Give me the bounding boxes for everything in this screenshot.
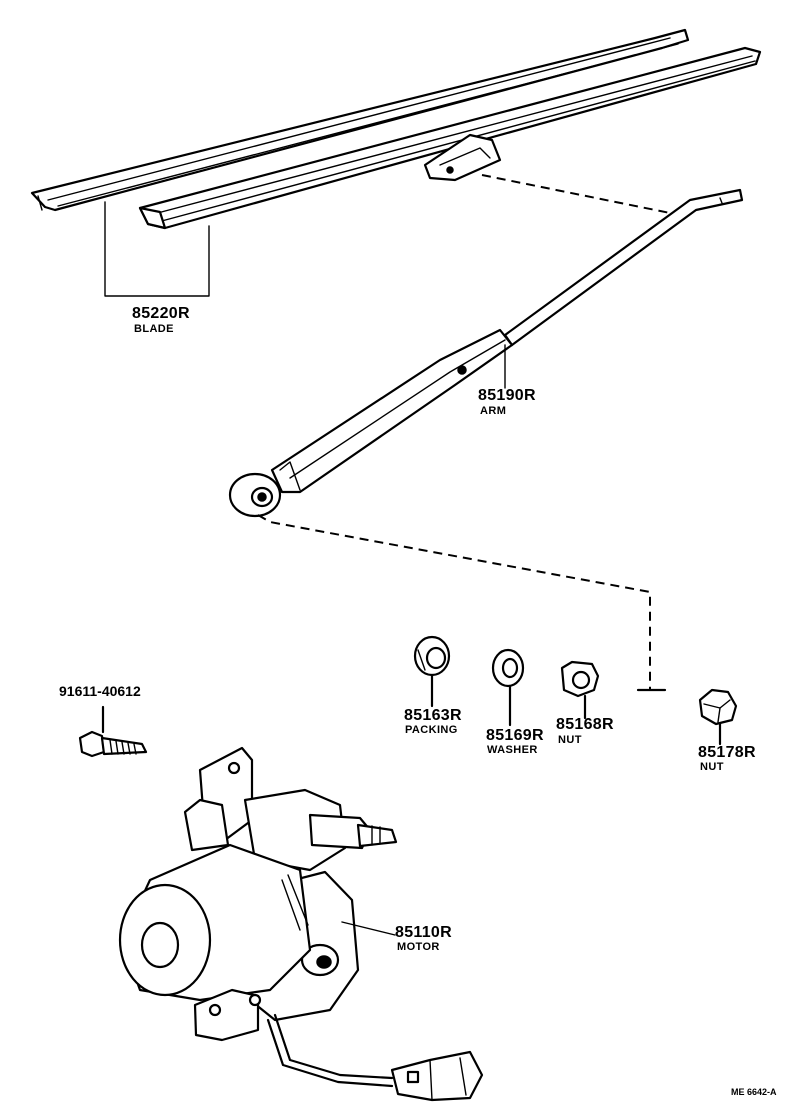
packing-illustration [413, 635, 451, 708]
packing-part-name: PACKING [405, 724, 458, 736]
small-nut-part-name: NUT [558, 734, 582, 746]
washer-part-number: 85169R [486, 727, 544, 744]
washer-part-name: WASHER [487, 744, 538, 756]
motor-part-number: 85110R [395, 924, 452, 941]
washer-illustration [491, 648, 525, 727]
motor-part-name: MOTOR [397, 941, 440, 953]
arm-shaft-connection-line [257, 514, 651, 690]
small-nut-part-number: 85168R [556, 716, 614, 733]
blade-leader [104, 201, 210, 297]
wiper-blade-illustration [30, 28, 762, 230]
small-nut-illustration [560, 660, 600, 720]
figure-code: ME 6642-A [731, 1087, 777, 1097]
blade-part-number: 85220R [132, 305, 190, 322]
arm-part-number: 85190R [478, 387, 536, 404]
cap-nut-part-name: NUT [700, 761, 724, 773]
motor-illustration [118, 746, 398, 1042]
blade-part-name: BLADE [134, 323, 174, 335]
motor-wire-connector [266, 1013, 484, 1102]
motor-leader [341, 921, 396, 936]
wiper-arm-illustration [228, 188, 744, 518]
bolt-illustration [78, 705, 148, 758]
bolt-part-number: 91611-40612 [59, 683, 141, 699]
cap-nut-illustration [698, 688, 738, 746]
arm-part-name: ARM [480, 405, 507, 417]
blade-arm-connection-line [481, 174, 681, 216]
packing-part-number: 85163R [404, 707, 462, 724]
cap-nut-part-number: 85178R [698, 744, 756, 761]
